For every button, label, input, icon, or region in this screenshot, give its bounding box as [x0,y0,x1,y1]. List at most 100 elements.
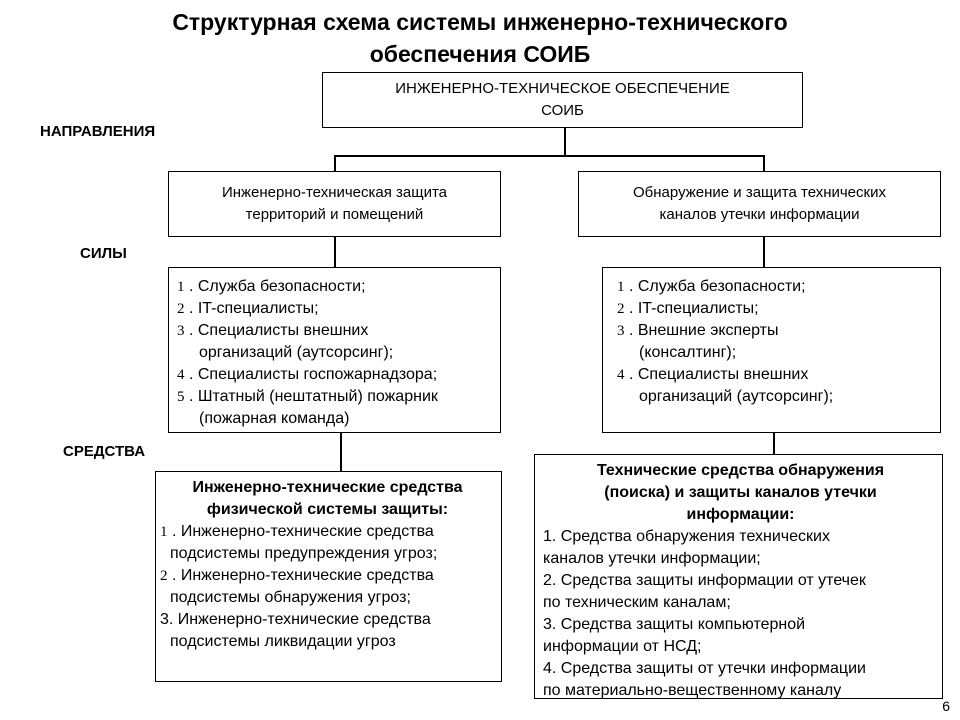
list-item-number: 1 [160,524,168,540]
direction-right-line2: каналов утечки информации [659,206,860,223]
page-number: 6 [942,698,950,714]
list-item-continuation: по техническим каналам; [543,594,731,611]
list-item-number: 4 [617,367,625,383]
list-item: 2 . Инженерно-технические средства подсис… [160,565,495,609]
list-item-continuation: каналов утечки информации; [543,550,761,567]
list-item-number: 1 [177,279,185,295]
label-forces: СИЛЫ [80,245,127,262]
list-item-continuation: (пожарная команда) [199,410,350,427]
connector-horizontal [334,155,764,157]
means-right-header-line1: Технические средства обнаружения [596,462,885,479]
list-item-text: . Служба безопасности; [628,278,806,295]
direction-box-right: Обнаружение и защита технических каналов… [578,171,941,237]
list-item: 4 . Специалисты внешних организаций (аутс… [617,364,936,408]
list-item-number: 2 [160,568,168,584]
connector-left-drop [334,155,336,172]
list-item-first-line: 2. Средства защиты информации от утечек [543,570,938,592]
list-item-continuation: информации от НСД; [543,638,702,655]
list-item-text: 1. Средства обнаружения технических [543,528,830,545]
means-left-header-line2: физической системы защиты: [206,501,449,518]
direction-left-line2: территорий и помещений [245,206,424,223]
list-item-text: . IT-специалисты; [628,300,759,317]
list-item-continuation: (консалтинг); [639,344,737,361]
list-item-text: . IT-специалисты; [188,300,319,317]
list-item: 4. Средства защиты от утечки информации п… [543,658,938,702]
label-means: СРЕДСТВА [63,443,146,460]
top-box: ИНЖЕНЕРНО-ТЕХНИЧЕСКОЕ ОБЕСПЕЧЕНИЕ СОИБ [322,72,803,128]
list-item-text: 3. Инженерно-технические средства [160,611,431,628]
list-item-continuation: подсистемы ликвидации угроз [170,633,396,650]
list-item-text: 2. Средства защиты информации от утечек [543,572,866,589]
list-item-first-line: 1. Средства обнаружения технических [543,526,938,548]
list-item: 1 . Инженерно-технические средства подсис… [160,521,495,565]
list-item-text: 4. Средства защиты от утечки информации [543,660,866,677]
top-box-line1: ИНЖЕНЕРНО-ТЕХНИЧЕСКОЕ ОБЕСПЕЧЕНИЕ [395,80,730,97]
list-item: 5 . Штатный (нештатный) пожарник (пожарна… [177,386,496,430]
list-item-text: . Внешние эксперты [628,322,779,339]
forces-box-right: 1 . Служба безопасности;2 . IT-специалис… [602,267,941,433]
list-item-first-line: 2 . IT-специалисты; [617,298,936,320]
list-item-number: 2 [617,301,625,317]
list-item-first-line: 3 . Внешние эксперты [617,320,936,342]
list-item-first-line: 1 . Служба безопасности; [617,276,936,298]
list-item-first-line: 3. Средства защиты компьютерной [543,614,938,636]
list-item-number: 5 [177,389,185,405]
direction-right-line1: Обнаружение и защита технических [633,184,886,201]
direction-left-line1: Инженерно-техническая защита [221,184,448,201]
list-item: 1. Средства обнаружения технических канал… [543,526,938,570]
means-right-header-line2: (поиска) и защиты каналов утечки [604,484,877,501]
means-left-header-line1: Инженерно-технические средства [192,479,463,496]
list-item: 3 . Внешние эксперты (консалтинг); [617,320,936,364]
list-item: 1 . Служба безопасности; [617,276,936,298]
list-item-text: . Служба безопасности; [188,278,366,295]
list-item: 4 . Специалисты госпожарнадзора; [177,364,496,386]
connector-top-down [564,127,566,155]
list-item-first-line: 3. Инженерно-технические средства [160,609,495,631]
list-item-continuation: организаций (аутсорсинг); [639,388,834,405]
forces-box-left: 1 . Служба безопасности;2 . IT-специалис… [168,267,501,433]
list-item-continuation: подсистемы обнаружения угроз; [170,589,411,606]
list-item-text: 3. Средства защиты компьютерной [543,616,806,633]
connector-right-drop [763,155,765,172]
list-item: 2. Средства защиты информации от утечек п… [543,570,938,614]
list-item-first-line: 1 . Служба безопасности; [177,276,496,298]
direction-box-left: Инженерно-техническая защита территорий … [168,171,501,237]
list-item-text: . Инженерно-технические средства [171,523,434,540]
slide-title: Структурная схема системы инженерно-техн… [0,6,960,70]
list-item-first-line: 2 . Инженерно-технические средства [160,565,495,587]
means-box-left: Инженерно-технические средства физическо… [155,471,502,682]
list-item-number: 2 [177,301,185,317]
connector-left-to-forces [334,236,336,268]
list-item-number: 4 [177,367,185,383]
list-item-number: 1 [617,279,625,295]
list-item-first-line: 1 . Инженерно-технические средства [160,521,495,543]
list-item-text: . Специалисты госпожарнадзора; [188,366,438,383]
list-item-first-line: 3 . Специалисты внешних [177,320,496,342]
forces-right-list: 1 . Служба безопасности;2 . IT-специалис… [617,276,936,408]
top-box-line2: СОИБ [541,102,584,119]
means-right-header: Технические средства обнаружения (поиска… [543,460,938,526]
slide-title-line1: Структурная схема системы инженерно-техн… [172,9,788,35]
means-right-header-line3: информации: [686,506,795,523]
list-item-number: 3 [177,323,185,339]
list-item-continuation: подсистемы предупреждения угроз; [170,545,438,562]
list-item-text: . Специалисты внешних [628,366,809,383]
list-item-first-line: 5 . Штатный (нештатный) пожарник [177,386,496,408]
list-item-continuation: по материально-вещественному каналу [543,682,842,699]
list-item-first-line: 4 . Специалисты внешних [617,364,936,386]
forces-left-list: 1 . Служба безопасности;2 . IT-специалис… [177,276,496,430]
list-item-continuation: организаций (аутсорсинг); [199,344,394,361]
list-item: 1 . Служба безопасности; [177,276,496,298]
list-item-first-line: 4 . Специалисты госпожарнадзора; [177,364,496,386]
list-item: 3. Инженерно-технические средства подсист… [160,609,495,653]
label-directions: НАПРАВЛЕНИЯ [40,123,156,140]
list-item-text: . Инженерно-технические средства [171,567,434,584]
list-item: 3 . Специалисты внешних организаций (аутс… [177,320,496,364]
slide-title-line2: обеспечения СОИБ [369,41,591,67]
connector-left-to-means [340,432,342,472]
list-item: 2 . IT-специалисты; [177,298,496,320]
list-item-number: 3 [617,323,625,339]
list-item-text: . Штатный (нештатный) пожарник [188,388,438,405]
list-item: 3. Средства защиты компьютерной информаци… [543,614,938,658]
means-left-header: Инженерно-технические средства физическо… [160,477,495,521]
